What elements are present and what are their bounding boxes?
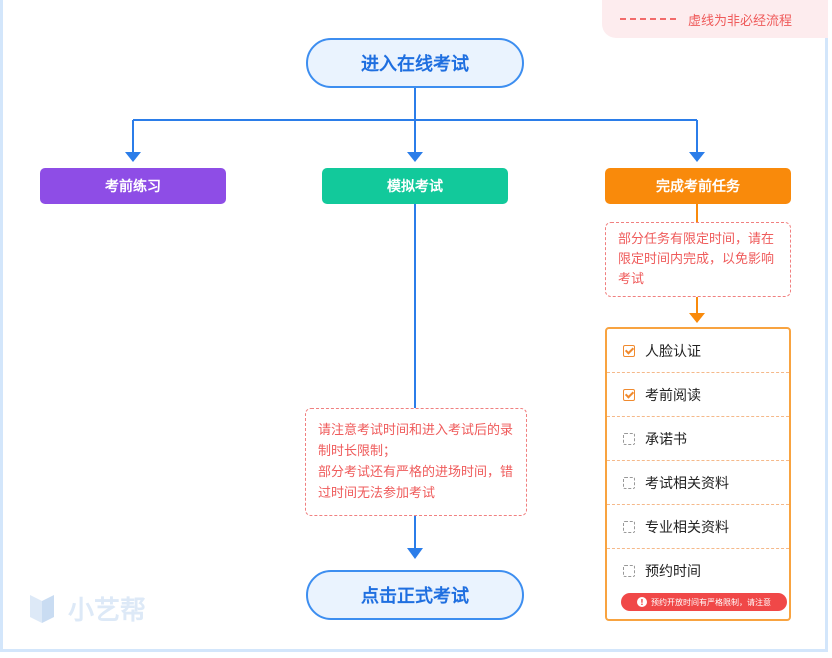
task-item-appointment-time[interactable]: 预约时间 bbox=[607, 549, 789, 593]
pre-exam-tasks-node[interactable]: 完成考前任务 bbox=[605, 168, 791, 204]
task-item-pre-exam-reading[interactable]: 考前阅读 bbox=[607, 373, 789, 417]
task-item-label: 考试相关资料 bbox=[645, 475, 729, 492]
legend-text: 虚线为非必经流程 bbox=[688, 13, 793, 29]
enter-online-exam-node[interactable]: 进入在线考试 bbox=[306, 38, 524, 88]
checkbox-checked-icon bbox=[623, 388, 635, 401]
warning-text: 预约开放时间有严格限制，请注意 bbox=[651, 597, 771, 607]
checkbox-optional-icon bbox=[623, 565, 635, 577]
task-item-label: 人脸认证 bbox=[645, 343, 701, 360]
exam-time-note: 请注意考试时间和进入考试后的录制时长限制； 部分考试还有严格的进场时间，错过时间… bbox=[305, 408, 527, 516]
mock-exam-node[interactable]: 模拟考试 bbox=[322, 168, 508, 204]
task-time-note-text: 部分任务有限定时间，请在限定时间内完成，以免影响考试 bbox=[618, 232, 775, 287]
task-item-label: 预约时间 bbox=[645, 564, 701, 580]
logo-icon bbox=[30, 594, 54, 623]
task-item-label: 专业相关资料 bbox=[645, 519, 729, 536]
task-item-label: 考前阅读 bbox=[645, 387, 701, 404]
appointment-warning-badge: ! 预约开放时间有严格限制，请注意 bbox=[621, 593, 787, 611]
task-time-note: 部分任务有限定时间，请在限定时间内完成，以免影响考试 bbox=[605, 222, 791, 297]
dashed-line-sample bbox=[620, 18, 676, 20]
formal-exam-node[interactable]: 点击正式考试 bbox=[306, 570, 524, 620]
practice-node[interactable]: 考前练习 bbox=[40, 168, 226, 204]
brand-logo: 小艺帮 bbox=[24, 590, 146, 627]
checkbox-checked-icon bbox=[623, 344, 635, 357]
exam-note-line-2: 部分考试还有严格的进场时间，错过时间无法参加考试 bbox=[318, 465, 514, 501]
exam-note-line-1: 请注意考试时间和进入考试后的录制时长限制； bbox=[318, 423, 514, 459]
task-item-label: 承诺书 bbox=[645, 431, 687, 448]
checkbox-optional-icon bbox=[623, 476, 635, 489]
task-item-major-materials[interactable]: 专业相关资料 bbox=[607, 505, 789, 549]
task-item-face-verification[interactable]: 人脸认证 bbox=[607, 329, 789, 373]
task-checklist: 人脸认证 考前阅读 承诺书 考试相关资料 专业相关资料 预约时间 ! 预约开放时… bbox=[605, 327, 791, 621]
alert-icon: ! bbox=[637, 597, 647, 607]
brand-name: 小艺帮 bbox=[68, 596, 147, 626]
task-item-exam-materials[interactable]: 考试相关资料 bbox=[607, 461, 789, 505]
legend: 虚线为非必经流程 bbox=[602, 0, 828, 38]
checkbox-optional-icon bbox=[623, 520, 635, 533]
task-item-pledge[interactable]: 承诺书 bbox=[607, 417, 789, 461]
checkbox-optional-icon bbox=[623, 432, 635, 445]
